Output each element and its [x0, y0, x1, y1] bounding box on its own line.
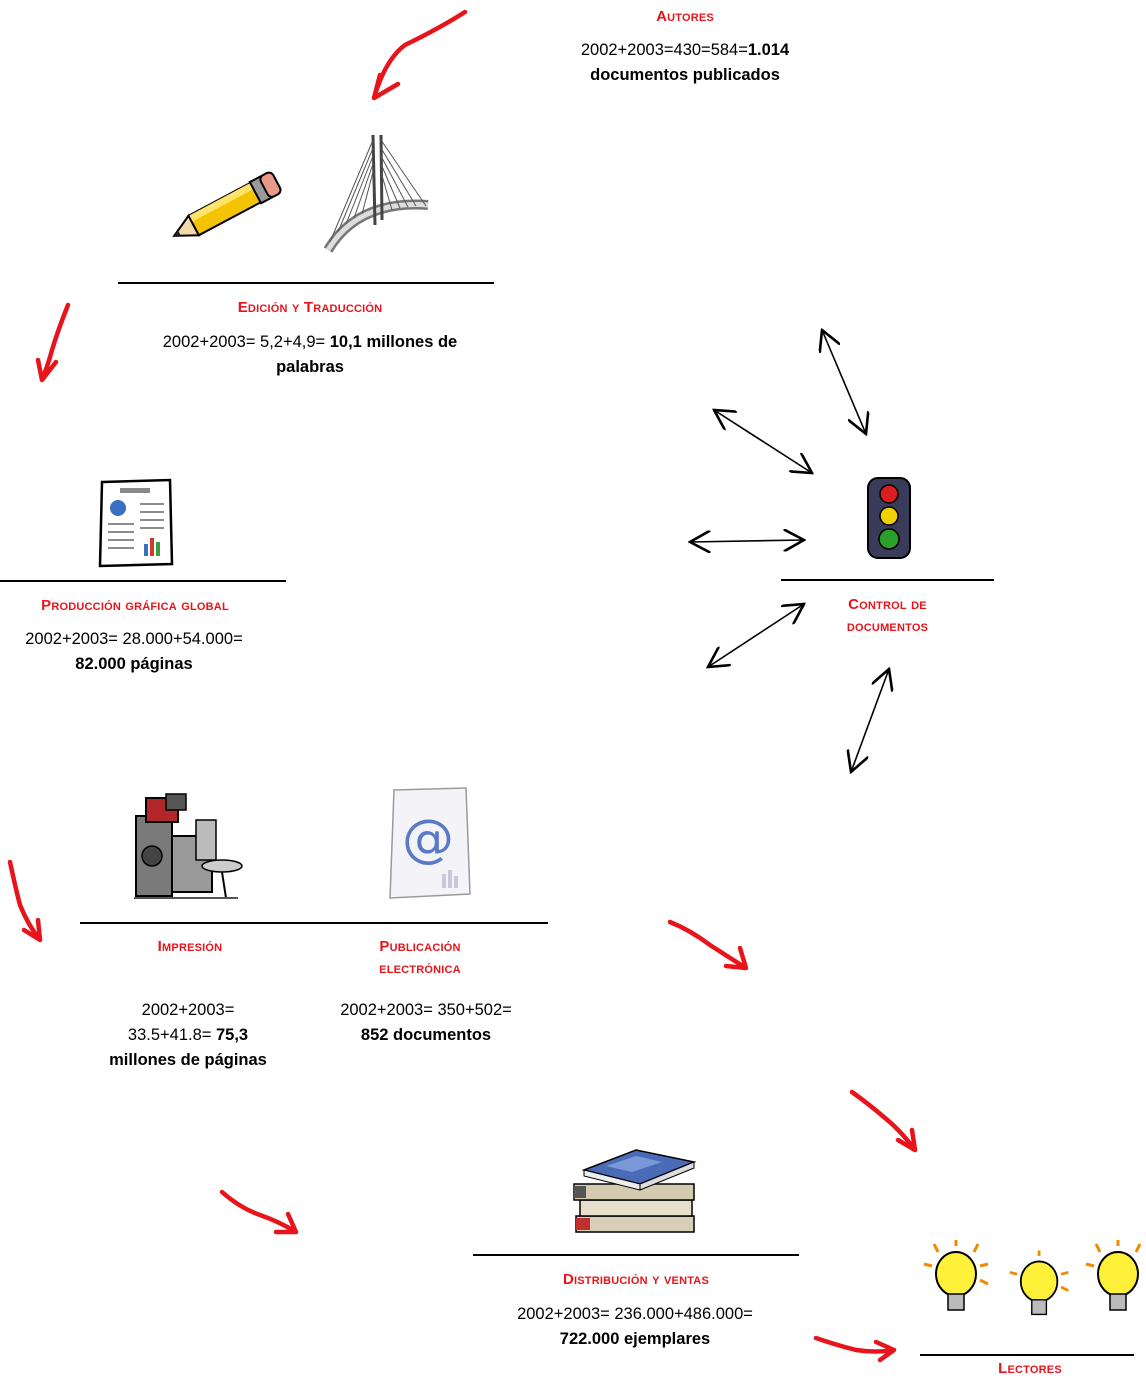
- publicacion-line1: 2002+2003= 350+502=: [340, 1001, 512, 1019]
- edicion-line2: palabras: [276, 358, 344, 376]
- distribucion-line2: 722.000 ejemplares: [559, 1330, 711, 1348]
- produccion-divider: [0, 580, 286, 582]
- lectores-title: Lectores: [998, 1360, 1062, 1377]
- light-bulb-icon: [923, 1240, 989, 1311]
- produccion-line1: 2002+2003= 28.000+54.000=: [25, 630, 243, 648]
- edicion-line1-text: 2002+2003= 5,2+4,9=: [162, 333, 330, 351]
- distribucion-stats: 2002+2003= 236.000+486.000= 722.000 ejem…: [470, 1302, 800, 1352]
- produccion-line2: 82.000 páginas: [75, 655, 193, 673]
- edicion-title: Edición y Traducción: [237, 299, 383, 316]
- double-arrow-downleft: [708, 604, 804, 667]
- red-arrow-distribucion-lectores: [813, 1335, 897, 1363]
- light-bulb-icon: [1009, 1250, 1069, 1316]
- double-arrow-left: [690, 540, 804, 542]
- svg-text:@: @: [402, 809, 454, 869]
- document-chart-icon: [98, 478, 174, 568]
- double-arrow-up: [822, 330, 866, 434]
- red-arrow-to-lectores-upper: [849, 1089, 918, 1153]
- impresion-stats: 2002+2003= 33.5+41.8= 75,3 millones de p…: [70, 998, 306, 1073]
- email-document-icon: @: [389, 787, 471, 899]
- produccion-stats: 2002+2003= 28.000+54.000= 82.000 páginas: [0, 627, 268, 677]
- printing-press-icon: [134, 793, 243, 899]
- red-arrow-edicion-produccion: [35, 302, 71, 383]
- pencil-icon: [172, 171, 282, 237]
- control-title: Control de documentos: [800, 594, 975, 638]
- red-arrow-autores-edicion: [371, 9, 468, 101]
- publicacion-title-line1: Publicación: [379, 938, 461, 955]
- publicacion-title: Publicación electrónica: [340, 936, 500, 980]
- publicacion-title-line2: electrónica: [379, 960, 461, 977]
- impresion-title: Impresión: [157, 938, 223, 955]
- lectores-divider: [920, 1354, 1134, 1356]
- book-stack-icon: [573, 1149, 697, 1233]
- produccion-title: Producción gráfica global: [41, 597, 229, 614]
- impresion-line2-text: 33.5+41.8=: [127, 1026, 216, 1044]
- autores-line2: documentos publicados: [590, 66, 780, 84]
- autores-title: Autores: [656, 8, 714, 25]
- autores-stats: 2002+2003=430=584=1.014 documentos publi…: [530, 38, 840, 88]
- edicion-divider: [118, 282, 494, 284]
- double-arrow-down: [851, 669, 889, 772]
- impresion-divider: [80, 922, 548, 924]
- edicion-total: 10,1 millones de: [329, 333, 458, 351]
- traffic-light-icon: [867, 477, 911, 559]
- red-arrow-impresion-distribucion: [219, 1189, 299, 1235]
- red-arrow-center-right: [667, 919, 749, 971]
- control-title-line2: documentos: [846, 618, 929, 635]
- bridge-icon: [323, 134, 429, 253]
- autores-total: 1.014: [747, 41, 790, 59]
- edicion-stats: 2002+2003= 5,2+4,9= 10,1 millones de pal…: [100, 330, 520, 380]
- publicacion-line2: 852 documentos: [360, 1026, 492, 1044]
- control-title-line1: Control de: [848, 596, 927, 613]
- publicacion-stats: 2002+2003= 350+502= 852 documentos: [306, 998, 546, 1048]
- impresion-line3: millones de páginas: [109, 1051, 267, 1069]
- distribucion-line1: 2002+2003= 236.000+486.000=: [517, 1305, 753, 1323]
- distribucion-title: Distribución y ventas: [562, 1271, 709, 1288]
- impresion-total: 75,3: [215, 1026, 249, 1044]
- impresion-line1: 2002+2003=: [141, 1001, 235, 1019]
- control-divider: [781, 579, 994, 581]
- double-arrow-upleft: [714, 410, 812, 473]
- distribucion-divider: [473, 1254, 799, 1256]
- red-arrow-produccion-impresion: [7, 859, 43, 943]
- light-bulb-icon: [1085, 1240, 1142, 1311]
- autores-line1-text: 2002+2003=430=584=: [580, 41, 748, 59]
